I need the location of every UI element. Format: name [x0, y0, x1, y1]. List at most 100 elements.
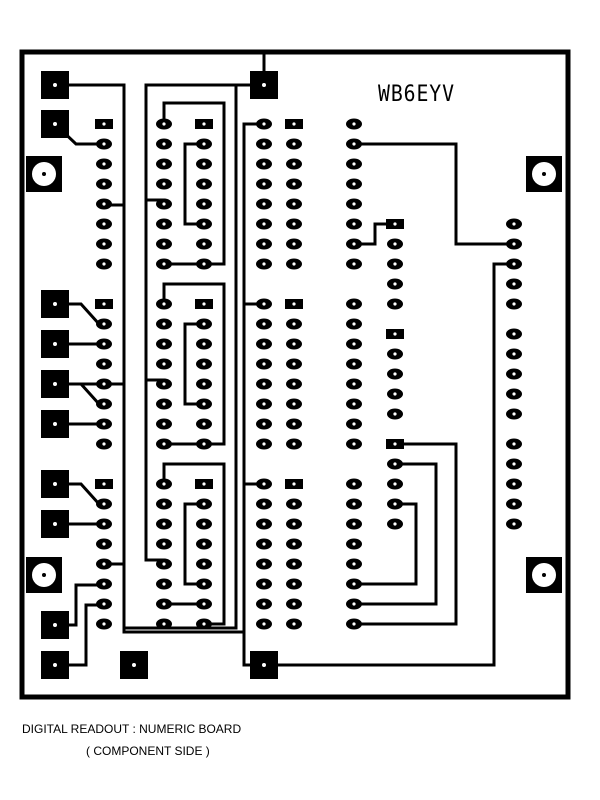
pad-drill: [292, 562, 296, 566]
pad-drill: [292, 342, 296, 346]
trace: [352, 142, 516, 246]
pad-drill: [393, 262, 397, 266]
pad-drill: [53, 522, 57, 526]
pad-drill: [512, 412, 516, 416]
pad-drill: [292, 522, 296, 526]
pad-drill: [262, 362, 266, 366]
trace: [144, 83, 266, 202]
pad-drill: [102, 442, 106, 446]
pad-drill: [162, 382, 166, 386]
pad-drill: [393, 502, 397, 506]
mounting-hole-center: [42, 573, 46, 577]
pad-drill: [352, 522, 356, 526]
pad-drill: [352, 582, 356, 586]
pad-drill: [162, 262, 166, 266]
pad-drill: [162, 342, 166, 346]
pad-drill: [53, 623, 57, 627]
pad-drill: [262, 222, 266, 226]
pad-drill: [202, 442, 206, 446]
trace: [183, 322, 206, 406]
pad-drill: [393, 302, 397, 306]
pad-drill: [202, 182, 206, 186]
trace: [162, 462, 226, 626]
pad-drill: [102, 362, 106, 366]
pad-drill: [262, 422, 266, 426]
pad-drill: [352, 542, 356, 546]
pad-drill: [102, 242, 106, 246]
pad-drill: [53, 342, 57, 346]
pad-drill: [393, 462, 397, 466]
pad-drill: [292, 582, 296, 586]
pad-drill: [292, 482, 296, 486]
pad-drill: [292, 302, 296, 306]
pad-drill: [102, 502, 106, 506]
pad-drill: [292, 502, 296, 506]
pad-drill: [102, 522, 106, 526]
trace: [183, 502, 206, 586]
pad-drill: [352, 602, 356, 606]
pad-drill: [162, 562, 166, 566]
mounting-hole-center: [42, 172, 46, 176]
pad-drill: [512, 352, 516, 356]
pad-drill: [202, 482, 206, 486]
pad-drill: [393, 242, 397, 246]
pad-drill: [512, 372, 516, 376]
board-title: DIGITAL READOUT : NUMERIC BOARD: [22, 722, 242, 736]
pad-drill: [292, 322, 296, 326]
pad-drill: [393, 332, 397, 336]
pad-drill: [512, 482, 516, 486]
pad-drill: [352, 322, 356, 326]
trace: [352, 222, 397, 246]
pad-drill: [202, 602, 206, 606]
pad-drill: [262, 162, 266, 166]
pad-drill: [162, 422, 166, 426]
pad-drill: [262, 142, 266, 146]
pad-drill: [352, 122, 356, 126]
trace: [352, 462, 438, 606]
pad-drill: [202, 542, 206, 546]
pad-drill: [102, 482, 106, 486]
pad-drill: [262, 202, 266, 206]
pad-drill: [53, 122, 57, 126]
board-outline: [19, 49, 571, 700]
pad-drill: [53, 663, 57, 667]
pad-drill: [262, 262, 266, 266]
pad-drill: [393, 522, 397, 526]
board-designator: WB6EYV: [378, 82, 455, 107]
pad-drill: [102, 542, 106, 546]
pad-drill: [202, 422, 206, 426]
pad-drill: [53, 422, 57, 426]
pad-drill: [202, 582, 206, 586]
mounting-hole-center: [542, 172, 546, 176]
pad-drill: [393, 412, 397, 416]
pad-drill: [292, 162, 296, 166]
pad-drill: [292, 622, 296, 626]
pad-drill: [102, 382, 106, 386]
pad-drill: [352, 422, 356, 426]
pad-drill: [352, 622, 356, 626]
pad-drill: [512, 332, 516, 336]
pad-drill: [202, 382, 206, 386]
pad-drill: [53, 83, 57, 87]
pad-drill: [512, 222, 516, 226]
pad-drill: [352, 142, 356, 146]
pad-drill: [352, 202, 356, 206]
pad-drill: [202, 122, 206, 126]
pad-drill: [162, 402, 166, 406]
pad-drill: [352, 562, 356, 566]
trace: [352, 442, 458, 626]
pad-drill: [102, 122, 106, 126]
trace: [53, 603, 106, 667]
pad-drill: [262, 442, 266, 446]
pad-drill: [102, 162, 106, 166]
pad-drill: [162, 202, 166, 206]
pad-drill: [292, 142, 296, 146]
pad-drill: [393, 442, 397, 446]
pad-drill: [202, 342, 206, 346]
pad-drill: [393, 282, 397, 286]
pad-drill: [102, 302, 106, 306]
pad-drill: [352, 182, 356, 186]
pad-drill: [262, 482, 266, 486]
pad-drill: [262, 663, 266, 667]
